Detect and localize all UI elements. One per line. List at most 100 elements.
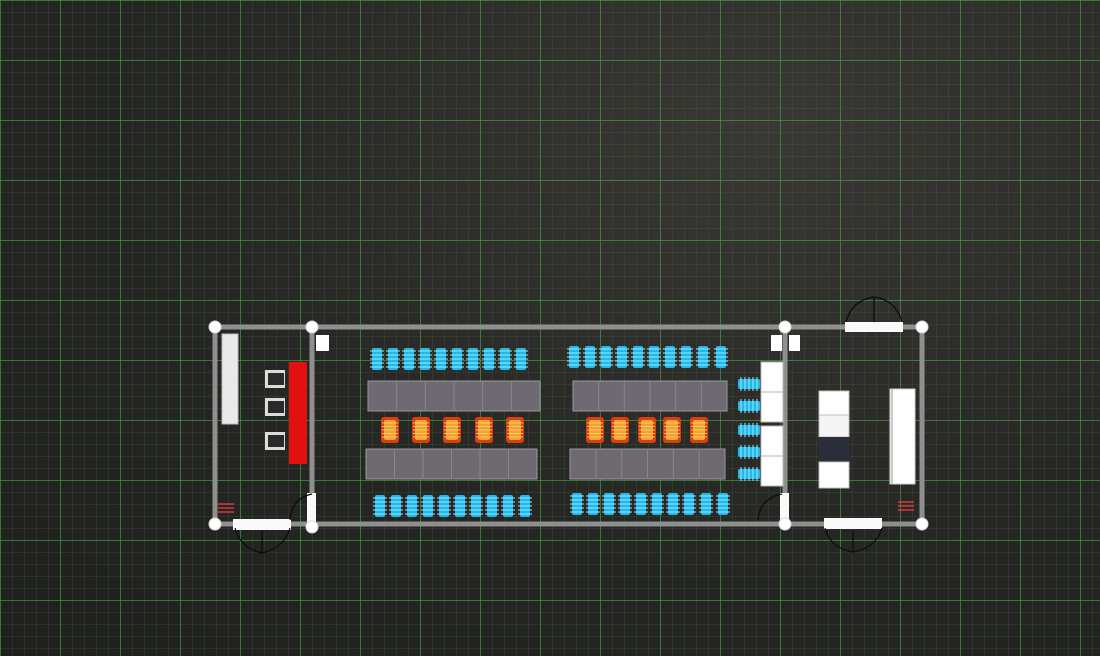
chair[interactable] xyxy=(696,346,710,368)
chair-seat xyxy=(268,435,284,447)
wall-node-handle[interactable] xyxy=(915,517,929,531)
chair[interactable] xyxy=(618,493,632,515)
chair[interactable] xyxy=(634,493,648,515)
cabinet[interactable] xyxy=(760,455,784,487)
chair[interactable] xyxy=(443,417,461,443)
chair[interactable] xyxy=(466,348,480,370)
wall-node-handle[interactable] xyxy=(915,320,929,334)
chair[interactable] xyxy=(434,348,448,370)
chair[interactable] xyxy=(453,495,467,517)
chair[interactable] xyxy=(586,417,604,443)
wardrobe[interactable] xyxy=(889,388,916,485)
chair[interactable] xyxy=(498,348,512,370)
chair[interactable] xyxy=(418,348,432,370)
small-cabinet[interactable] xyxy=(789,335,800,351)
sofa-dark-section[interactable] xyxy=(819,437,850,462)
chair[interactable] xyxy=(599,346,613,368)
door-leaf[interactable] xyxy=(307,493,316,526)
cabinet[interactable] xyxy=(760,361,784,393)
sofa-cushion[interactable] xyxy=(818,414,850,438)
chair[interactable] xyxy=(666,493,680,515)
wall-node-handle[interactable] xyxy=(305,320,319,334)
chair[interactable] xyxy=(506,417,524,443)
chair[interactable] xyxy=(482,348,496,370)
chair[interactable] xyxy=(663,417,681,443)
table[interactable] xyxy=(572,380,728,412)
chair[interactable] xyxy=(679,346,693,368)
cabinet-body xyxy=(760,361,784,393)
chair[interactable] xyxy=(602,493,616,515)
cabinet[interactable] xyxy=(760,391,784,423)
wall-node-handle[interactable] xyxy=(208,320,222,334)
door[interactable] xyxy=(824,518,883,553)
chair[interactable] xyxy=(638,417,656,443)
chair[interactable] xyxy=(469,495,483,517)
chair[interactable] xyxy=(586,493,600,515)
chair[interactable] xyxy=(567,346,581,368)
chair[interactable] xyxy=(265,398,285,416)
chair[interactable] xyxy=(583,346,597,368)
small-cabinet[interactable] xyxy=(316,335,329,351)
door-leaf[interactable] xyxy=(845,322,903,332)
door[interactable] xyxy=(757,493,789,526)
chair[interactable] xyxy=(475,417,493,443)
cabinet[interactable] xyxy=(760,425,784,457)
chair[interactable] xyxy=(631,346,645,368)
wall-node-handle[interactable] xyxy=(778,320,792,334)
wall-node-handle[interactable] xyxy=(208,517,222,531)
chair[interactable] xyxy=(265,432,285,450)
chair[interactable] xyxy=(738,445,760,459)
wall-nodes xyxy=(208,320,929,534)
chair[interactable] xyxy=(714,346,728,368)
chair[interactable] xyxy=(373,495,387,517)
chair[interactable] xyxy=(570,493,584,515)
chair[interactable] xyxy=(738,399,760,413)
chair[interactable] xyxy=(381,417,399,443)
chair[interactable] xyxy=(437,495,451,517)
chair[interactable] xyxy=(450,348,464,370)
chair[interactable] xyxy=(485,495,499,517)
door-leaf[interactable] xyxy=(233,519,291,530)
chair[interactable] xyxy=(389,495,403,517)
door-leaf[interactable] xyxy=(780,493,789,526)
chair[interactable] xyxy=(716,493,730,515)
wall-node-handle[interactable] xyxy=(778,517,792,531)
chair[interactable] xyxy=(611,417,629,443)
chair[interactable] xyxy=(738,467,760,481)
chair[interactable] xyxy=(647,346,661,368)
counter-cabinet[interactable] xyxy=(221,333,239,425)
chair[interactable] xyxy=(402,348,416,370)
chair[interactable] xyxy=(682,493,696,515)
chair[interactable] xyxy=(699,493,713,515)
red-panel[interactable] xyxy=(289,362,307,464)
chair[interactable] xyxy=(738,423,760,437)
chair[interactable] xyxy=(514,348,528,370)
chair[interactable] xyxy=(738,377,760,391)
door[interactable] xyxy=(289,493,316,526)
door-leaf[interactable] xyxy=(824,518,882,529)
table[interactable] xyxy=(367,380,541,412)
wall-node-handle[interactable] xyxy=(305,520,319,534)
chair[interactable] xyxy=(370,348,384,370)
chair[interactable] xyxy=(412,417,430,443)
door[interactable] xyxy=(233,519,291,554)
chair[interactable] xyxy=(265,370,285,388)
table[interactable] xyxy=(569,448,726,480)
chair[interactable] xyxy=(421,495,435,517)
door-swing-icon xyxy=(845,296,875,323)
chair[interactable] xyxy=(405,495,419,517)
chair[interactable] xyxy=(501,495,515,517)
chair[interactable] xyxy=(690,417,708,443)
chair[interactable] xyxy=(663,346,677,368)
small-cabinet[interactable] xyxy=(771,335,782,351)
table[interactable] xyxy=(365,448,538,480)
sofa-cushion[interactable] xyxy=(818,390,850,416)
chair[interactable] xyxy=(615,346,629,368)
door[interactable] xyxy=(845,296,903,332)
chair[interactable] xyxy=(650,493,664,515)
chair[interactable] xyxy=(386,348,400,370)
door-swing-icon xyxy=(852,527,883,553)
sofa-cushion[interactable] xyxy=(818,461,850,489)
chair[interactable] xyxy=(518,495,532,517)
